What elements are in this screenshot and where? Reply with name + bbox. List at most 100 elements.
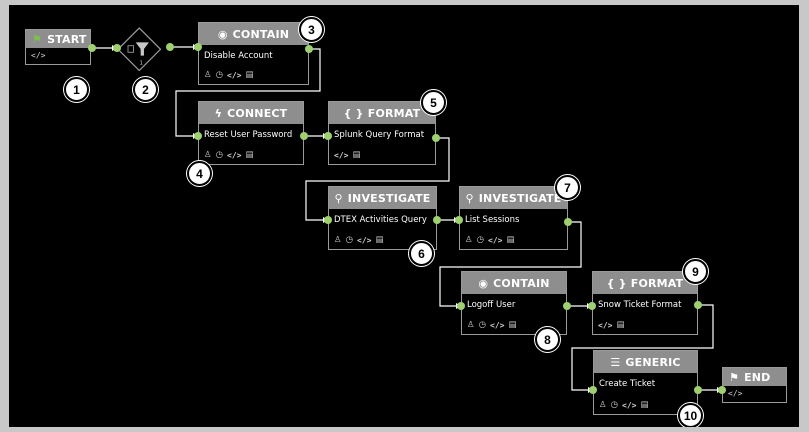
investigate-dtex-node[interactable]: ⚲INVESTIGATE DTEX Activities Query ♙◷</>… [328,186,437,250]
connect-title: CONNECT [227,106,288,120]
contain1-label: Disable Account [204,51,273,61]
document-icon: ▤ [375,235,384,245]
user-icon: ♙ [467,320,475,330]
investigate1-input-port[interactable] [324,216,332,224]
investigate1-output-port[interactable] [433,216,441,224]
code-icon: </> [488,236,503,245]
document-icon: ▤ [508,320,517,330]
code-icon: </> [490,321,505,330]
investigate-list-sessions-node[interactable]: ⚲ INVESTIGATE List Sessions ♙◷</>▤ [459,186,568,250]
filter-icon [135,42,149,56]
format2-output-port[interactable] [694,301,702,309]
generic-icon: ☰ [610,355,621,369]
end-title: END [744,370,771,384]
format-splunk-query-node[interactable]: { } FORMAT Splunk Query Format </>▤ [328,101,436,165]
clock-icon: ◷ [478,320,487,330]
investigate2-label: List Sessions [465,215,520,225]
clock-icon: ◷ [476,235,485,245]
document-icon: ▤ [245,70,254,80]
connect-input-port[interactable] [194,132,202,140]
wire-format1-investigate1 [305,137,450,221]
lightning-icon: ϟ [214,106,223,120]
user-icon: ♙ [465,235,473,245]
end-node[interactable]: ⚑END </> [722,367,787,403]
filter-input-port[interactable] [113,44,121,52]
generic-output-port[interactable] [694,386,702,394]
step-badge-1: 1 [64,77,89,102]
format2-title: { } FORMAT [606,276,684,290]
code-icon: </> [227,71,242,80]
user-icon: ♙ [204,150,212,160]
start-output-port[interactable] [88,44,96,52]
generic-create-ticket-node[interactable]: ☰ GENERIC Create Ticket ♙◷</>▤ [593,350,698,415]
filter-count: 1 [139,60,143,66]
contain1-title: CONTAIN [232,27,290,41]
format1-title: { } FORMAT [343,106,421,120]
format-snow-ticket-node[interactable]: { } FORMAT Snow Ticket Format </>▤ [592,271,698,335]
target-icon: ◉ [217,27,228,41]
filter-output-port[interactable] [166,43,174,51]
format2-label: Snow Ticket Format [598,300,682,310]
generic-input-port[interactable] [589,386,597,394]
format1-input-port[interactable] [324,132,332,140]
generic-label: Create Ticket [599,379,656,389]
contain2-output-port[interactable] [563,302,571,310]
wire-format2-generic [571,304,714,391]
code-icon: </> [227,151,242,160]
document-icon: ▤ [506,235,515,245]
search-icon: ⚲ [465,191,474,205]
user-icon: ♙ [334,235,342,245]
contain2-input-port[interactable] [457,302,465,310]
step-badge-2: 2 [133,77,158,102]
generic-title: GENERIC [625,355,681,369]
code-icon: </> [598,321,613,330]
format1-output-port[interactable] [432,134,440,142]
step-badge-4: 4 [187,161,212,186]
end-code: </> [728,389,743,398]
start-node[interactable]: ⚑ START </> [25,29,91,65]
code-icon: </> [622,401,637,410]
contain1-input-port[interactable] [194,43,202,51]
step-badge-5: 5 [421,90,446,115]
wire-investigate2-contain2 [439,221,582,307]
contain1-output-port[interactable] [305,45,313,53]
user-icon: ♙ [204,70,212,80]
clock-icon: ◷ [345,235,354,245]
document-icon [127,45,134,53]
end-input-port[interactable] [718,386,726,394]
code-icon: </> [334,151,349,160]
code-icon: </> [357,236,372,245]
target-icon: ◉ [478,276,489,290]
document-icon: ▤ [245,150,254,160]
investigate2-input-port[interactable] [455,216,463,224]
document-icon: ▤ [352,150,361,160]
user-icon: ♙ [599,400,607,410]
playbook-canvas: ⚑START </> 1 ◉CONTAIN Disable Account ♙◷… [9,5,799,427]
clock-icon: ◷ [610,400,619,410]
clock-icon: ◷ [215,70,224,80]
step-badge-10: 10 [678,403,703,427]
contain2-label: Logoff User [467,300,516,310]
start-code: </> [31,51,46,60]
flag-icon: ⚑ [32,32,43,46]
step-badge-7: 7 [555,175,580,200]
connect-output-port[interactable] [300,132,308,140]
format2-input-port[interactable] [588,302,596,310]
investigate1-label: DTEX Activities Query [334,215,427,225]
investigate2-output-port[interactable] [564,218,572,226]
clock-icon: ◷ [215,150,224,160]
search-icon: ⚲ [334,191,343,205]
step-badge-8: 8 [535,327,560,352]
document-icon: ▤ [616,320,625,330]
investigate2-title: INVESTIGATE [478,191,562,205]
filter-decision-node[interactable]: 1 [117,27,161,71]
wire-contain1-connect [175,48,321,137]
format1-label: Splunk Query Format [334,130,425,140]
contain2-title: CONTAIN [493,276,550,290]
document-icon: ▤ [640,400,649,410]
contain-disable-account-node[interactable]: ◉ CONTAIN Disable Account ♙◷</>▤ [198,22,309,85]
start-title: START [47,32,87,46]
step-badge-6: 6 [409,241,434,266]
contain-logoff-user-node[interactable]: ◉ CONTAIN Logoff User ♙◷</>▤ [461,271,567,335]
